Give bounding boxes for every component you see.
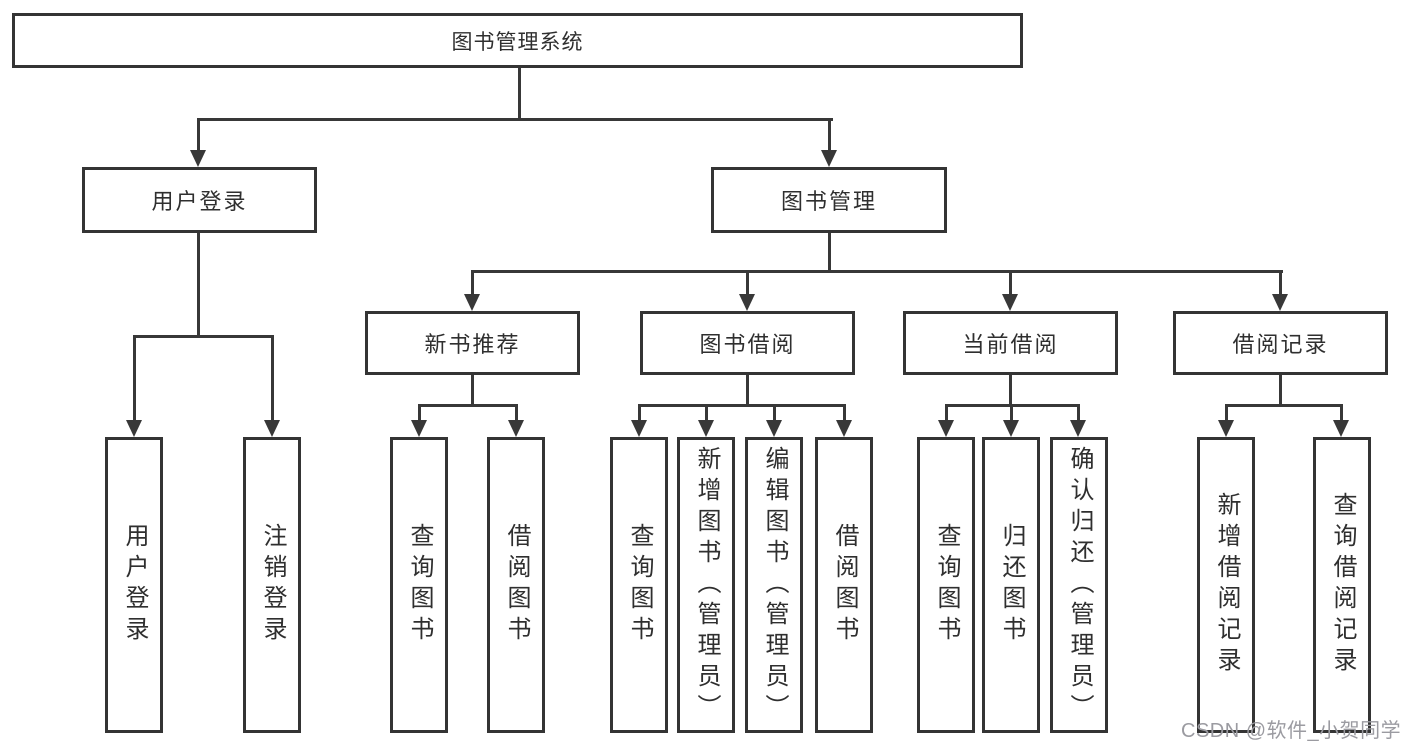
arrow-g3-c1 [938, 420, 954, 437]
node-new-book-recommend: 新书推荐 [365, 311, 580, 375]
arrow-to-current-borrow [1002, 294, 1018, 311]
leaf-logout: 注销登录 [243, 437, 301, 733]
edge-g2-c3-stem [773, 407, 776, 421]
root-node: 图书管理系统 [12, 13, 1023, 68]
edge-user-login-stem [197, 233, 200, 335]
node-borrow-records: 借阅记录 [1173, 311, 1388, 375]
leaf-query-books-current: 查询图书 [917, 437, 975, 733]
edge-g2-c2-stem [705, 407, 708, 421]
leaf-query-books-borrow: 查询图书 [610, 437, 668, 733]
edge-root-stem [518, 68, 521, 118]
csdn-watermark: CSDN @软件_小贺同学 [1181, 720, 1402, 742]
edge-stem-user-login [197, 121, 200, 151]
node-current-borrow: 当前借阅 [903, 311, 1118, 375]
arrow-g1-c2 [508, 420, 524, 437]
edge-stem-book-management [828, 121, 831, 151]
edge-stem-current-borrow [1009, 273, 1012, 295]
leaf-add-book-admin: 新增图书（管理员） [677, 437, 735, 733]
edge-book-management-bar [471, 270, 1283, 273]
arrow-g2-c1 [631, 420, 647, 437]
arrow-g4-c2 [1333, 420, 1349, 437]
edge-stem-leaf-logout [271, 338, 274, 420]
arrow-to-user-login [190, 150, 206, 167]
leaf-query-books-recommend: 查询图书 [390, 437, 448, 733]
arrow-g2-c4 [836, 420, 852, 437]
node-book-borrow: 图书借阅 [640, 311, 855, 375]
leaf-return-books: 归还图书 [982, 437, 1040, 733]
leaf-edit-book-admin: 编辑图书（管理员） [745, 437, 803, 733]
leaf-borrow-books-recommend: 借阅图书 [487, 437, 545, 733]
edge-stem-book-borrow [746, 273, 749, 295]
node-user-login: 用户登录 [82, 167, 317, 233]
edge-g2-c4-stem [843, 407, 846, 421]
arrow-to-borrow-records [1272, 294, 1288, 311]
edge-g1-c1-stem [418, 407, 421, 421]
edge-g1-c2-stem [515, 407, 518, 421]
arrow-to-book-borrow [739, 294, 755, 311]
edge-book-management-stem [828, 233, 831, 270]
edge-g2-c1-stem [638, 407, 641, 421]
arrow-g2-c2 [698, 420, 714, 437]
edge-g3-bar [945, 404, 1080, 407]
edge-g3-c3-stem [1077, 407, 1080, 421]
arrow-to-leaf-logout [264, 420, 280, 437]
edge-g3-c2-stem [1010, 407, 1013, 421]
arrow-to-new-book [464, 294, 480, 311]
edge-g3-c1-stem [945, 407, 948, 421]
leaf-add-borrow-record: 新增借阅记录 [1197, 437, 1255, 733]
edge-stem-borrow-records [1279, 273, 1282, 295]
edge-g2-bar [638, 404, 846, 407]
edge-g4-stem [1279, 375, 1282, 404]
edge-g4-bar [1225, 404, 1343, 407]
edge-g1-stem [471, 375, 474, 404]
edge-g1-bar [418, 404, 518, 407]
leaf-borrow-books: 借阅图书 [815, 437, 873, 733]
arrow-to-leaf-login [126, 420, 142, 437]
edge-root-bar [197, 118, 833, 121]
leaf-confirm-return-admin: 确认归还（管理员） [1050, 437, 1108, 733]
leaf-user-login: 用户登录 [105, 437, 163, 733]
edge-g4-c2-stem [1340, 407, 1343, 421]
edge-stem-leaf-login [133, 338, 136, 420]
edge-user-login-bar [133, 335, 274, 338]
arrow-g3-c2 [1003, 420, 1019, 437]
arrow-g4-c1 [1218, 420, 1234, 437]
edge-g3-stem [1009, 375, 1012, 404]
edge-g2-stem [746, 375, 749, 404]
arrow-to-book-management [821, 150, 837, 167]
arrow-g1-c1 [411, 420, 427, 437]
edge-g4-c1-stem [1225, 407, 1228, 421]
node-book-management: 图书管理 [711, 167, 947, 233]
arrow-g2-c3 [766, 420, 782, 437]
arrow-g3-c3 [1070, 420, 1086, 437]
leaf-query-borrow-record: 查询借阅记录 [1313, 437, 1371, 733]
edge-stem-new-book [471, 273, 474, 295]
